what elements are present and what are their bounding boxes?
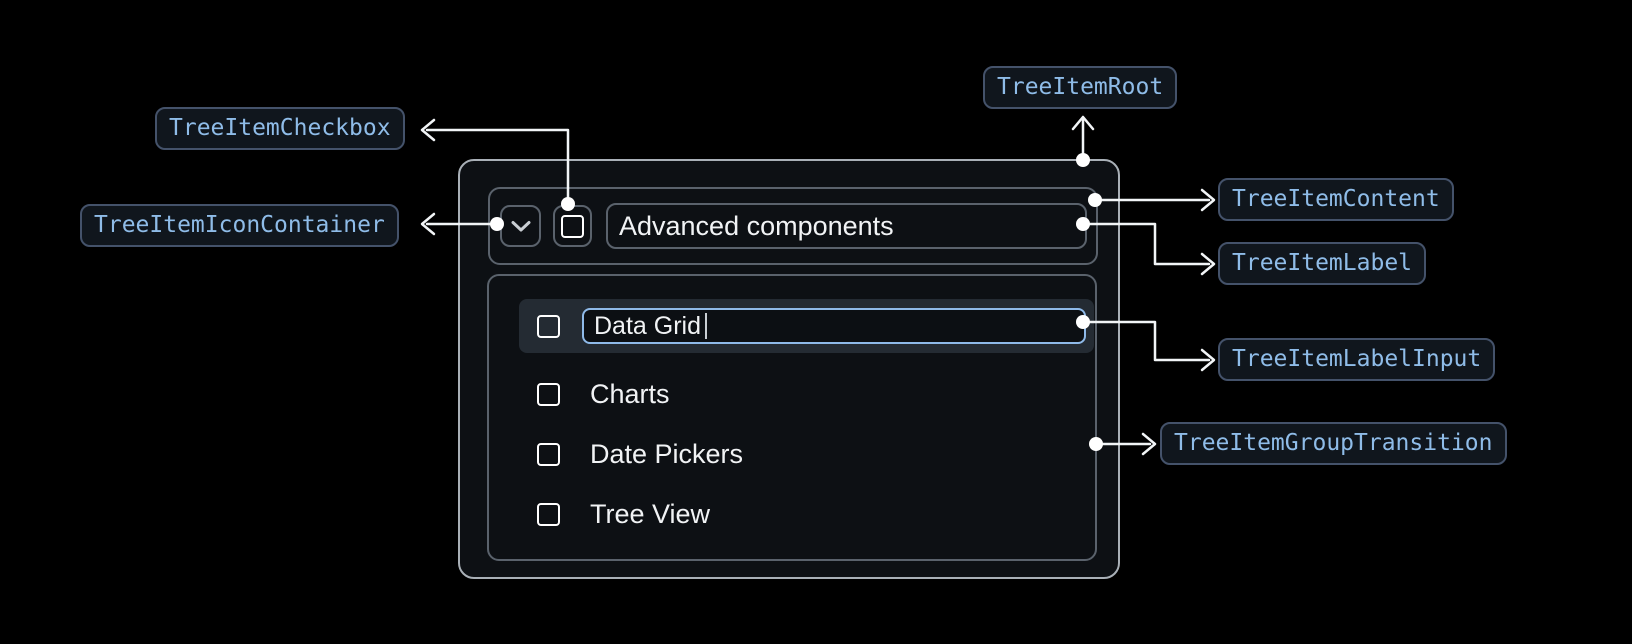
annotation-tree-item-group-transition: TreeItemGroupTransition [1160,422,1507,465]
tree-item-label-text: Advanced components [619,210,894,241]
chevron-down-icon [511,220,530,231]
annotation-tree-item-icon-container: TreeItemIconContainer [80,204,399,247]
tree-item-label-input[interactable]: Data Grid [582,308,1086,344]
annotation-tree-item-checkbox: TreeItemCheckbox [155,107,405,150]
item-checkbox[interactable] [537,315,560,338]
tree-item-label: Advanced components [606,203,1087,249]
tree-item-group-transition: Data Grid Charts Date Pickers Tree View [487,274,1097,561]
tree-item-root: Advanced components Data Grid Charts Dat… [458,159,1120,579]
tree-row[interactable]: Date Pickers [537,427,743,481]
item-checkbox[interactable] [537,502,560,526]
annotation-tree-item-label-input: TreeItemLabelInput [1218,338,1496,381]
tree-row[interactable]: Charts [537,367,670,421]
tree-row[interactable]: Tree View [537,487,710,541]
tree-row-editing[interactable]: Data Grid [519,299,1094,353]
text-caret [704,313,707,339]
tree-item-content[interactable]: Advanced components [488,187,1098,265]
label-input-value: Data Grid [594,311,701,340]
item-label: Date Pickers [590,438,744,469]
item-label: Tree View [590,498,711,529]
item-label: Charts [590,378,670,409]
tree-item-checkbox-container [553,205,592,247]
annotation-tree-item-label: TreeItemLabel [1218,242,1427,285]
item-checkbox[interactable] [537,442,560,466]
tree-item-checkbox[interactable] [561,214,584,238]
annotation-tree-item-content: TreeItemContent [1218,178,1454,221]
tree-item-icon-container[interactable] [500,205,541,247]
annotation-tree-item-root: TreeItemRoot [983,66,1178,109]
item-checkbox[interactable] [537,382,560,406]
